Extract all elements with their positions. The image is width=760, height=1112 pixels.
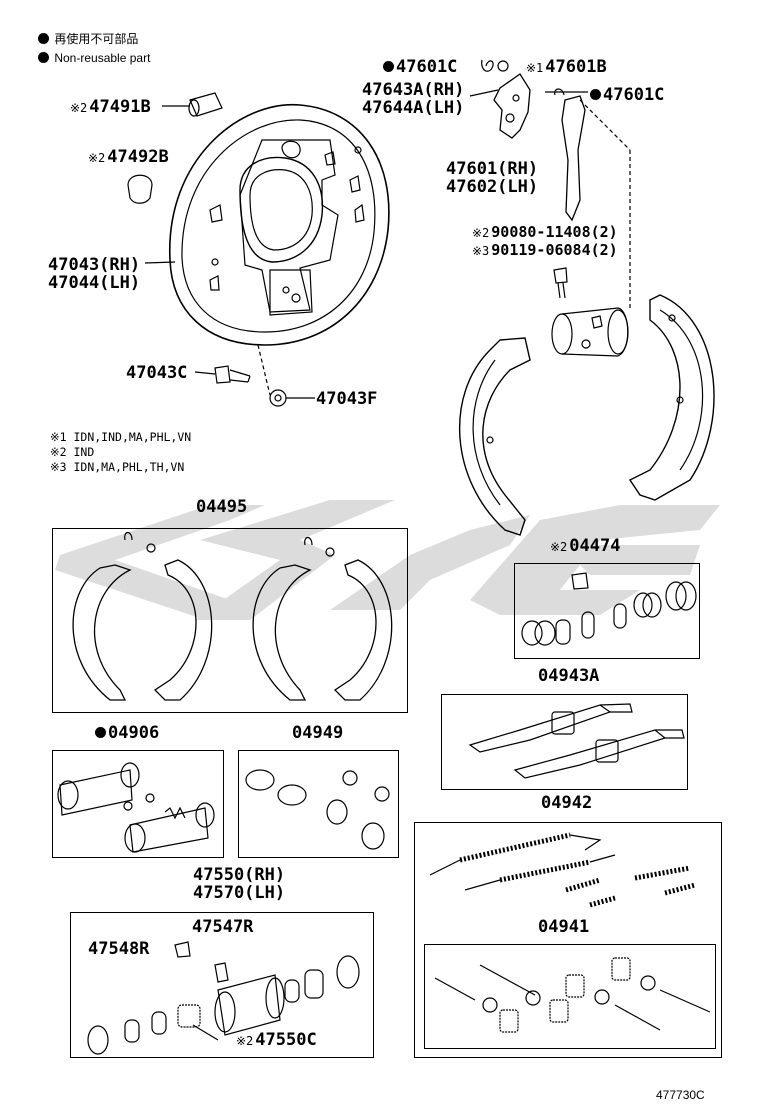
part-label-47043c: 47043C: [126, 363, 188, 383]
part-label-47644a: 47644A(LH): [362, 98, 465, 118]
part-label-04906: 04906: [95, 724, 159, 742]
part-label-47547r: 47547R: [192, 917, 254, 937]
legend-en-text: Non-reusable part: [54, 51, 151, 65]
part-label-47548r: 47548R: [88, 939, 150, 959]
kit-box-04941: [424, 944, 716, 1049]
part-label-47550: 47550(RH): [193, 865, 286, 885]
note-3: ※3 IDN,MA,PHL,TH,VN: [50, 460, 185, 474]
kit-box-04943a: [441, 694, 688, 790]
non-reusable-dot-icon: [38, 33, 49, 45]
shoe-hold-kit-drawing: [434, 957, 711, 1033]
legend-en: Non-reusable part: [38, 51, 150, 65]
part-label-47643a: 47643A(RH): [362, 80, 465, 100]
adjuster-drawing: [468, 703, 685, 779]
legend-jp: 再使用不可部品: [38, 32, 138, 46]
part-label-04941: 04941: [538, 917, 590, 937]
part-label-47043: 47043(RH): [48, 255, 141, 275]
kit-box-04474: [514, 563, 700, 659]
cylinder-cup-kit-drawing: [57, 762, 215, 853]
part-label-47043f: 47043F: [316, 389, 378, 409]
backing-plate-drawing: [169, 103, 390, 346]
kit-box-04906: [52, 750, 224, 858]
spring-set-drawing: [429, 832, 696, 908]
wheel-cylinder-assy-drawing: [87, 941, 360, 1055]
note-1: ※1 IDN,IND,MA,PHL,VN: [50, 430, 192, 444]
part-label-47044: 47044(LH): [48, 273, 141, 293]
figure-id: 477730C: [656, 1088, 705, 1102]
legend-jp-text: 再使用不可部品: [54, 32, 139, 46]
kit-box-47550: [70, 912, 374, 1058]
non-reusable-dot-icon: [38, 52, 49, 64]
note-2: ※2 IND: [50, 445, 95, 459]
part-label-47601: 47601(RH): [446, 159, 539, 179]
plug-drawing: [189, 92, 223, 117]
part-label-04495: 04495: [196, 497, 248, 517]
part-label-47570: 47570(LH): [193, 883, 286, 903]
kit-box-04949: [238, 750, 399, 858]
shoe-set-drawing: [72, 531, 393, 701]
non-reusable-dot-icon: [95, 726, 106, 738]
kit-box-04495: [52, 528, 408, 713]
boot-kit-drawing: [245, 769, 390, 850]
part-label-04942: 04942: [541, 793, 593, 813]
non-reusable-dot-icon: [590, 88, 601, 100]
cylinder-kit-drawing: [521, 572, 697, 646]
part-label-47601c-clip: 47601C: [383, 58, 457, 76]
part-label-04943a: 04943A: [538, 666, 600, 686]
wheel-cylinder-drawing: [551, 307, 629, 357]
part-label-04949: 04949: [292, 723, 344, 743]
part-label-47601c-pin: 47601C: [590, 86, 664, 104]
part-label-47602: 47602(LH): [446, 177, 539, 197]
kit-box-04942: [414, 822, 722, 1058]
non-reusable-dot-icon: [383, 60, 394, 72]
